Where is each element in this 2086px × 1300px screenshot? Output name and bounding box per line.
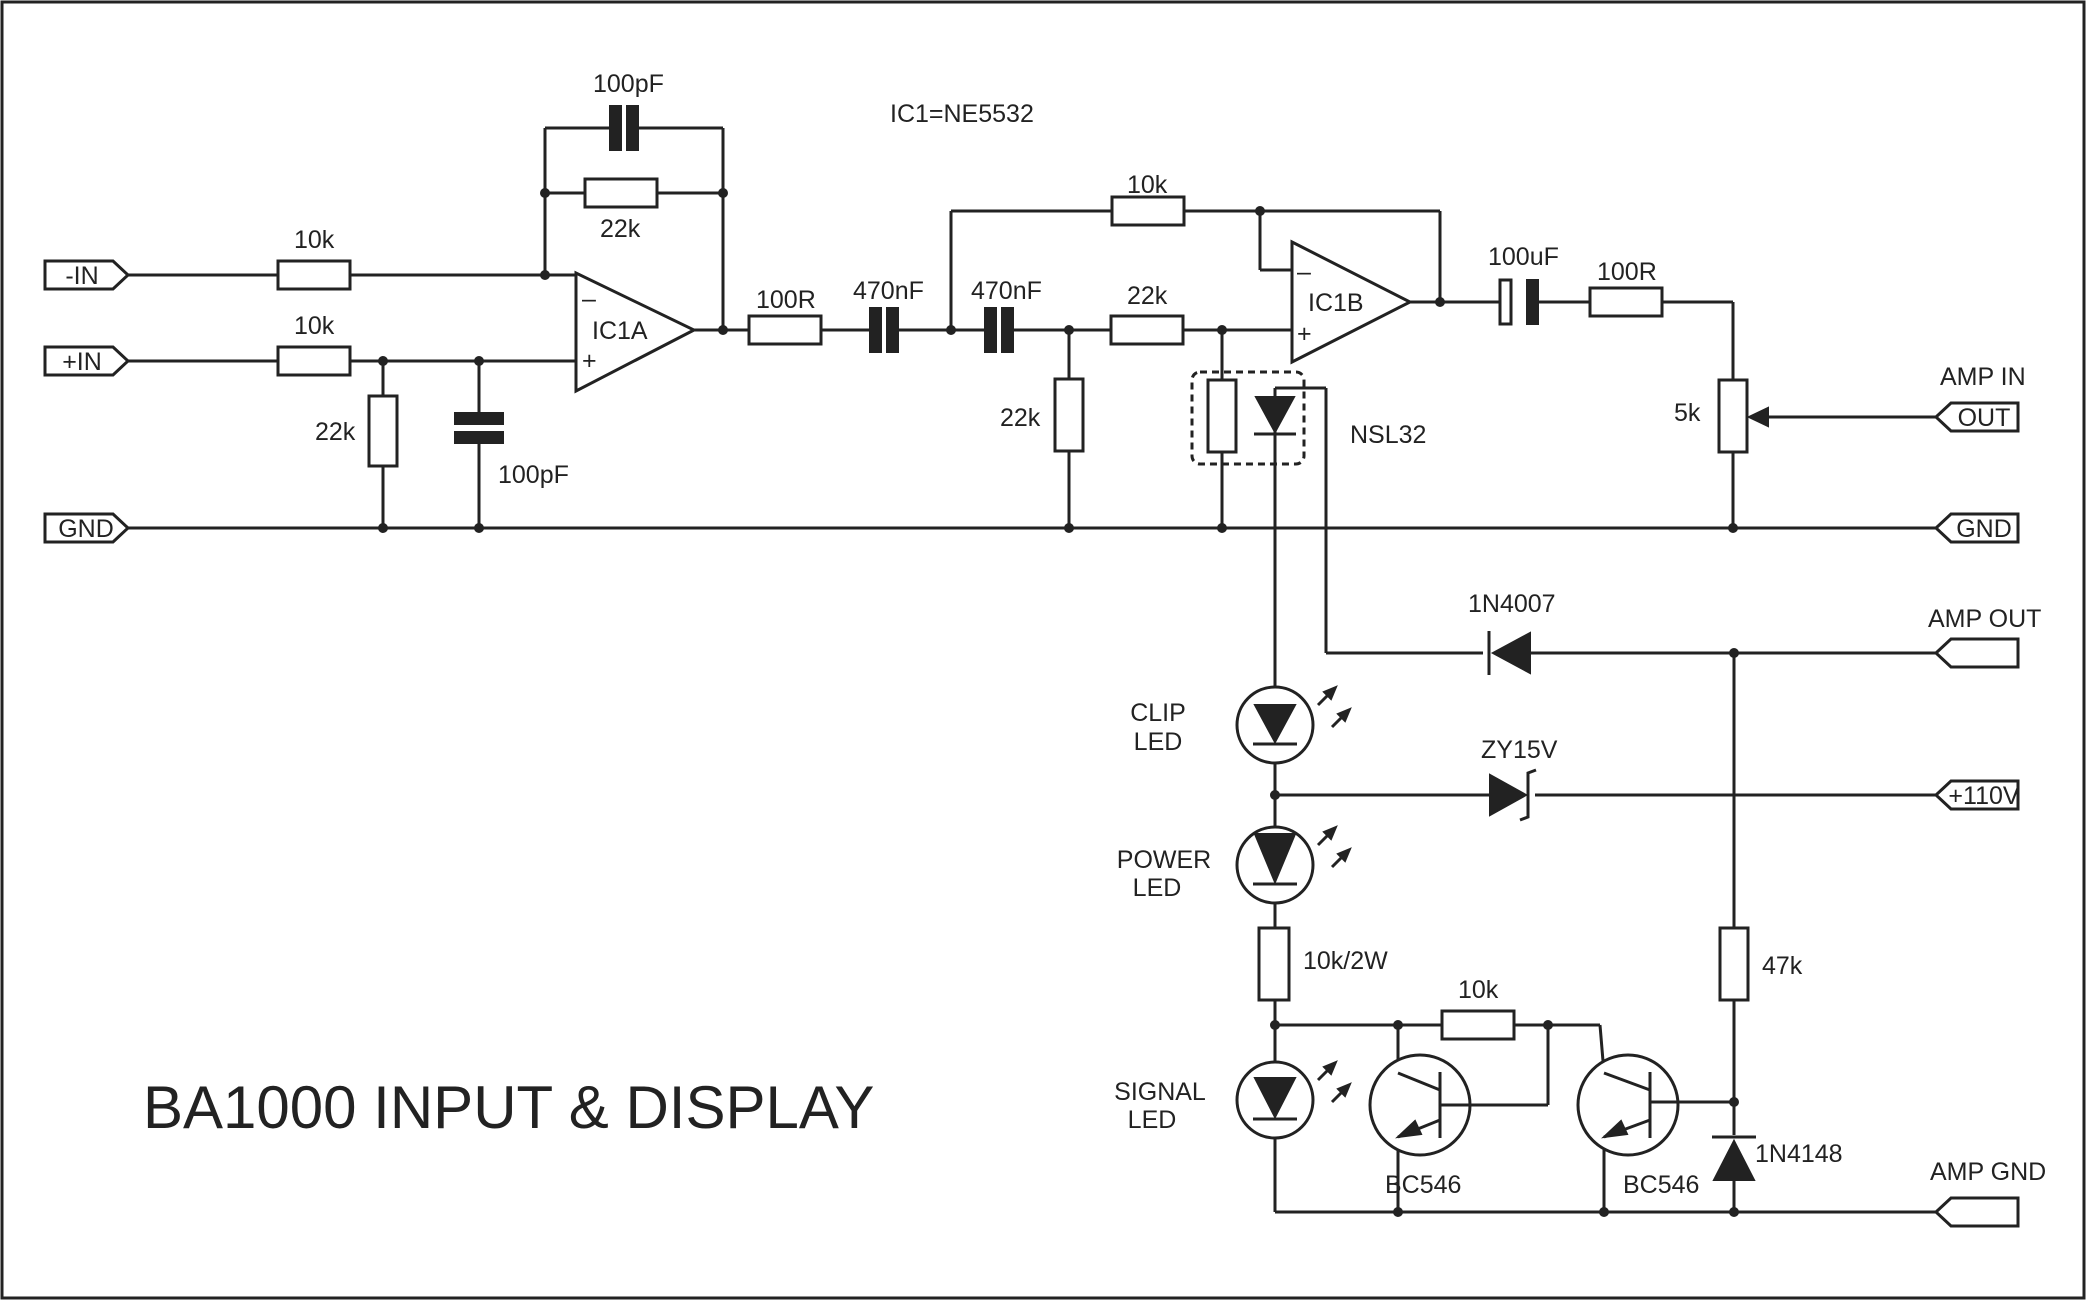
- capacitor-470n-a-plate-b: [886, 307, 899, 353]
- ic1b-minus-sign: –: [1297, 258, 1311, 286]
- transistor-q2: [1576, 1053, 1680, 1157]
- label-r-22k-shunt: 22k: [1000, 404, 1041, 432]
- connector-out: OUT: [1933, 401, 2020, 433]
- signal-led: [1235, 1060, 1352, 1140]
- label-d-1n4007: 1N4007: [1468, 590, 1556, 618]
- clip-led: [1235, 685, 1352, 765]
- wires: [128, 126, 1936, 1214]
- ic1b-plus-sign: +: [1297, 320, 1312, 348]
- resistor-100r-b: [1588, 286, 1664, 318]
- label-r-10k-feedback: 10k: [1127, 171, 1168, 199]
- resistor-10k-transistor: [1440, 1009, 1516, 1041]
- capacitor-470n-b-plate-b: [1001, 307, 1014, 353]
- connector-plus-110v: +110V: [1933, 779, 2020, 811]
- label-r-10k-2w: 10k/2W: [1303, 947, 1388, 975]
- label-optocoupler: NSL32: [1350, 421, 1426, 449]
- zener-zy15v: [1489, 768, 1537, 822]
- resistor-47k: [1718, 926, 1750, 1002]
- caption-amp-gnd: AMP GND: [1930, 1158, 2046, 1186]
- connector-in-plus-label: +IN: [62, 348, 102, 376]
- label-signal-led-line1: SIGNAL: [1114, 1078, 1206, 1106]
- label-c-shunt: 100pF: [498, 461, 569, 489]
- power-led: [1235, 825, 1352, 905]
- junctions: [378, 188, 1739, 1217]
- connector-plus-110v-label: +110V: [1948, 782, 2019, 810]
- label-c-470n-a: 470nF: [853, 277, 924, 305]
- opamp-ic1b: – + IC1B: [1290, 239, 1414, 365]
- potentiometer-5k: [1717, 378, 1769, 454]
- connector-gnd-left-label: GND: [58, 515, 114, 543]
- resistor-22k-series: [1109, 314, 1185, 346]
- label-q1: BC546: [1385, 1171, 1461, 1199]
- resistors: [276, 177, 1750, 1041]
- label-c-100u: 100uF: [1488, 243, 1559, 271]
- ic1b-label: IC1B: [1308, 289, 1364, 317]
- connector-gnd-left: GND: [43, 512, 131, 544]
- label-q2: BC546: [1623, 1171, 1699, 1199]
- diode-1n4148: [1712, 1135, 1756, 1181]
- label-r-47k: 47k: [1762, 952, 1803, 980]
- page-title: BA1000 INPUT & DISPLAY: [143, 1074, 874, 1141]
- label-r-22k-series: 22k: [1127, 282, 1168, 310]
- label-zener: ZY15V: [1481, 736, 1558, 764]
- label-r-in-minus: 10k: [294, 226, 335, 254]
- label-r-in-plus: 10k: [294, 312, 335, 340]
- label-c-470n-b: 470nF: [971, 277, 1042, 305]
- capacitors: [454, 105, 1539, 444]
- connector-in-minus-label: -IN: [65, 262, 98, 290]
- label-r-feedback: 22k: [600, 215, 641, 243]
- led-labels: CLIP LED POWER LED SIGNAL LED: [1114, 699, 1211, 1134]
- ic1a-plus-sign: +: [582, 347, 597, 375]
- label-r-100r-a: 100R: [756, 286, 816, 314]
- caption-amp-out: AMP OUT: [1928, 605, 2041, 633]
- connector-in-plus: +IN: [43, 345, 131, 377]
- resistor-100r-a: [747, 314, 823, 346]
- capacitor-100u-plate-negative: [1526, 279, 1539, 325]
- label-r-shunt: 22k: [315, 418, 356, 446]
- label-pot-5k: 5k: [1674, 399, 1701, 427]
- label-r-10k-transistor: 10k: [1458, 976, 1499, 1004]
- connector-out-label: OUT: [1958, 404, 2011, 432]
- resistor-r-shunt: [367, 394, 399, 468]
- resistor-r-in-minus: [276, 259, 352, 291]
- connector-amp-out: [1933, 637, 2020, 669]
- label-r-100r-b: 100R: [1597, 258, 1657, 286]
- capacitor-470n-b-plate-a: [984, 307, 997, 353]
- connector-captions: AMP IN AMP OUT AMP GND: [1928, 363, 2046, 1186]
- ic1a-label: IC1A: [592, 317, 648, 345]
- label-power-led-line2: LED: [1133, 874, 1182, 902]
- ic1a-minus-sign: –: [582, 285, 596, 313]
- resistor-r-in-plus: [276, 345, 352, 377]
- caption-amp-in: AMP IN: [1940, 363, 2026, 391]
- label-clip-led-line1: CLIP: [1130, 699, 1186, 727]
- connector-gnd-right: GND: [1933, 512, 2020, 544]
- optocoupler-nsl32: [1190, 370, 1306, 466]
- capacitor-feedback-plate-a: [609, 105, 622, 151]
- resistor-r-feedback: [583, 177, 659, 209]
- connector-in-minus: -IN: [43, 259, 131, 291]
- diode-1n4007: [1487, 631, 1531, 675]
- label-power-led-line1: POWER: [1117, 846, 1211, 874]
- label-d-1n4148: 1N4148: [1755, 1140, 1843, 1168]
- resistor-22k-shunt: [1053, 377, 1085, 453]
- connector-amp-gnd: [1933, 1196, 2020, 1228]
- capacitor-470n-a-plate-a: [869, 307, 882, 353]
- capacitor-feedback-plate-b: [626, 105, 639, 151]
- capacitor-100u-plate-positive: [1498, 278, 1513, 326]
- capacitor-shunt-plate-a: [454, 412, 504, 425]
- connector-gnd-right-label: GND: [1956, 515, 2012, 543]
- label-signal-led-line2: LED: [1128, 1106, 1177, 1134]
- label-c-feedback: 100pF: [593, 70, 664, 98]
- opamp-ic1a: – + IC1A: [574, 270, 698, 394]
- component-labels: 10k 10k 100pF 22k 22k 100pF 100R 470nF 4…: [294, 70, 1843, 1199]
- label-clip-led-line2: LED: [1134, 728, 1183, 756]
- ic-note: IC1=NE5532: [890, 100, 1034, 128]
- resistor-10k-2w: [1257, 926, 1291, 1002]
- capacitor-shunt-plate-b: [454, 431, 504, 444]
- resistor-10k-feedback: [1110, 195, 1186, 227]
- transistor-q1: [1368, 1053, 1478, 1157]
